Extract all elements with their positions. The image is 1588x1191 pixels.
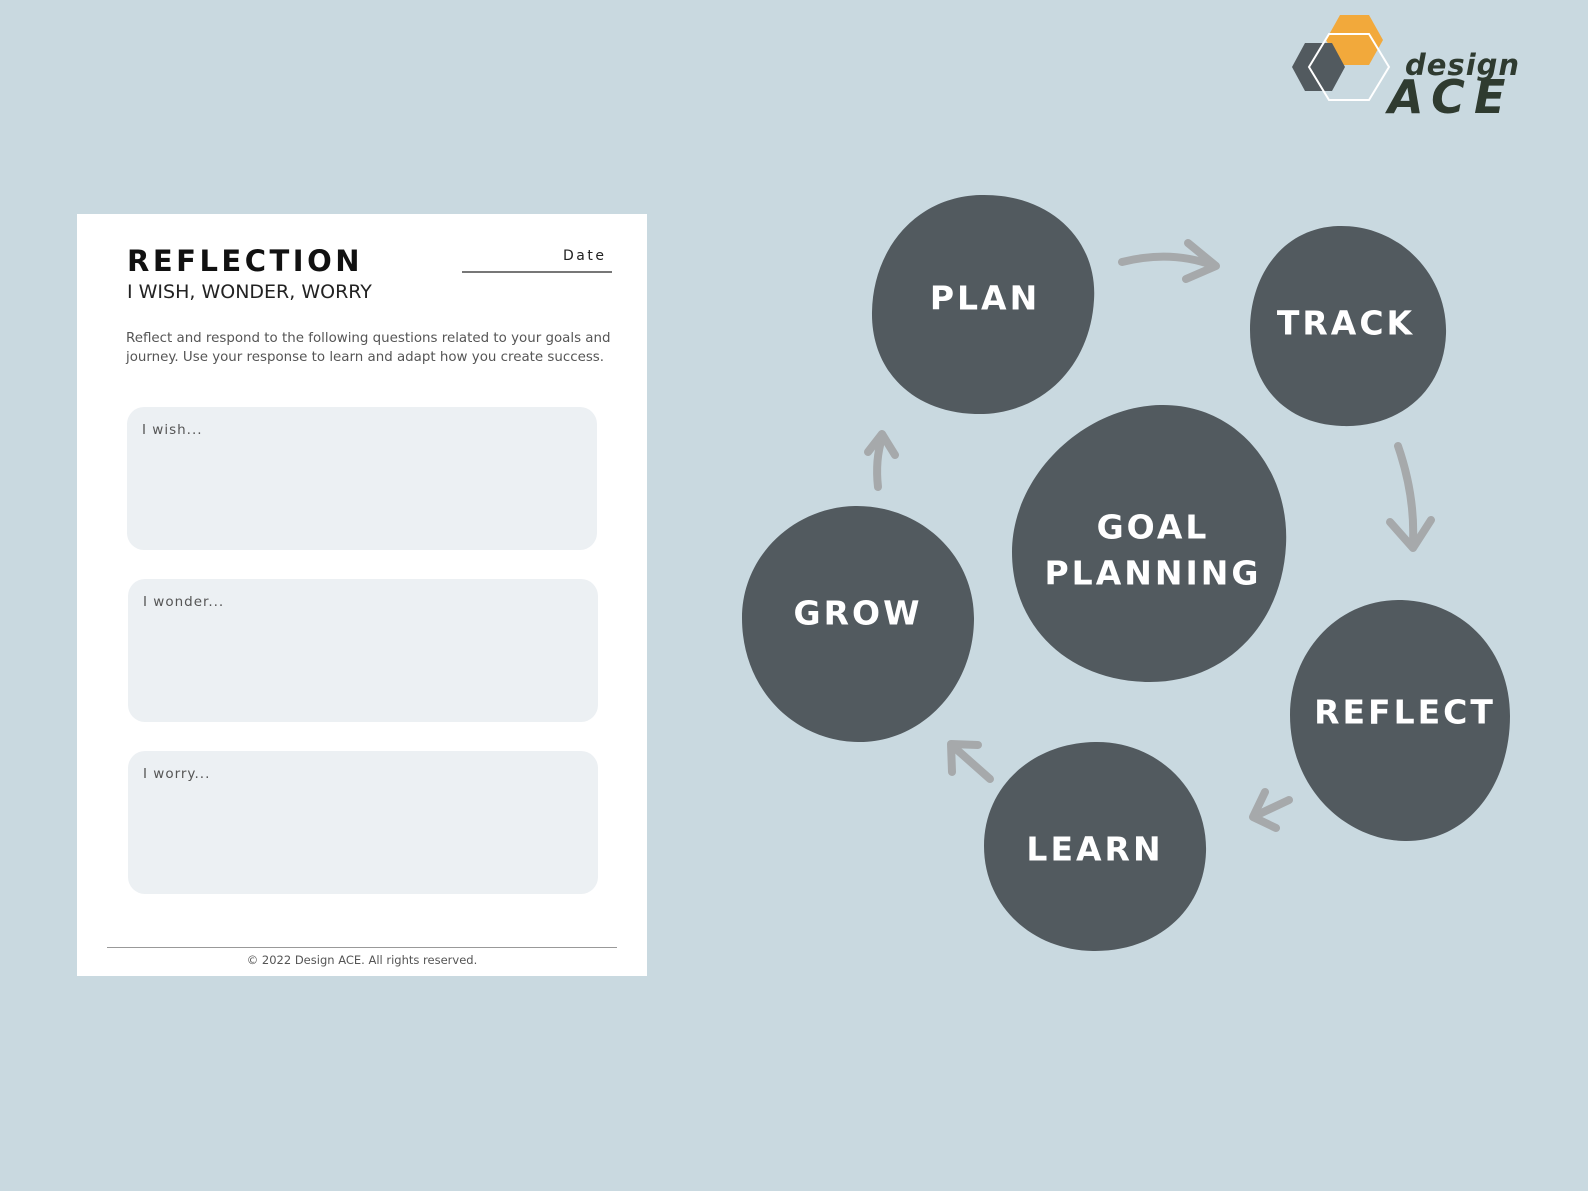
arrow-plan-to-track-icon [1118, 239, 1220, 283]
worry-prompt: I worry... [143, 766, 211, 782]
wish-prompt: I wish... [142, 422, 203, 438]
track-label: TRACK [1277, 304, 1415, 343]
wish-response-box: I wish... [127, 407, 597, 550]
arrow-reflect-to-learn-icon [1249, 788, 1293, 832]
copyright-footer: © 2022 Design ACE. All rights reserved. [246, 953, 478, 967]
arrow-grow-to-plan-icon [864, 430, 899, 491]
worksheet-intro: Reflect and respond to the following que… [126, 331, 611, 365]
learn-bubble [984, 741, 1207, 952]
logo-word-ace: ACE [1388, 70, 1515, 124]
arrow-learn-to-grow-icon [947, 740, 994, 783]
design-ace-logo: design ACE [1285, 12, 1519, 127]
worksheet-subtitle: I WISH, WONDER, WORRY [127, 281, 372, 303]
track-bubble [1250, 225, 1447, 427]
date-line [462, 271, 612, 273]
grow-label: GROW [794, 594, 923, 633]
worksheet-title: REFLECTION [127, 244, 364, 278]
worry-response-box: I worry... [128, 751, 598, 894]
learn-label: LEARN [1026, 830, 1163, 869]
wonder-response-box: I wonder... [128, 579, 598, 722]
goal-label: GOAL [1097, 508, 1210, 547]
wonder-prompt: I wonder... [143, 594, 225, 610]
logo-word-design: design [1405, 48, 1521, 82]
planning-label: PLANNING [1045, 554, 1262, 593]
plan-bubble [871, 194, 1095, 415]
footer-divider [107, 947, 617, 948]
date-label: Date [563, 248, 607, 264]
reflection-worksheet: REFLECTION I WISH, WONDER, WORRY Date Re… [77, 214, 647, 976]
arrow-track-to-reflect-icon [1386, 442, 1435, 552]
plan-label: PLAN [930, 279, 1040, 318]
goal-planning-bubble [1012, 404, 1287, 683]
hexagon-logo-icon [1292, 15, 1391, 101]
reflect-label: REFLECT [1314, 693, 1496, 732]
grow-bubble [742, 505, 975, 743]
reflect-bubble [1290, 599, 1510, 842]
